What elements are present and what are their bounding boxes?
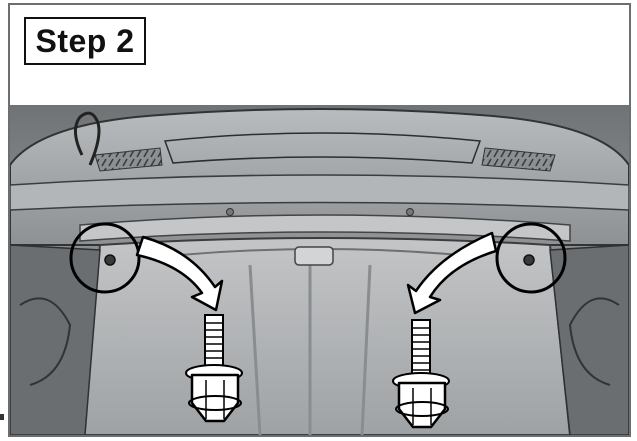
bolt-hole-left [104, 254, 116, 266]
page-edge-mark [0, 414, 4, 420]
right-flange-bolt-icon [392, 319, 450, 429]
bumper-lip [10, 174, 629, 211]
right-callout-circle-icon [495, 222, 567, 294]
grille-side-left [94, 147, 163, 172]
left-curved-arrow-icon [135, 235, 224, 312]
vehicle-underbody-illustration [10, 105, 629, 435]
splash-shield [78, 237, 572, 435]
left-flange-bolt-icon [185, 314, 243, 423]
tow-hook [74, 111, 101, 166]
reinforcement-bar [79, 214, 571, 242]
grille-side-right [481, 147, 556, 172]
left-callout-circle-icon [69, 222, 141, 294]
upper-grille [163, 132, 482, 164]
instruction-figure: Step 2 [8, 3, 631, 437]
step-label: Step 2 [24, 17, 146, 65]
center-bracket [294, 246, 334, 266]
right-curved-arrow-icon [406, 231, 498, 315]
bolt-hole-right [523, 254, 535, 266]
